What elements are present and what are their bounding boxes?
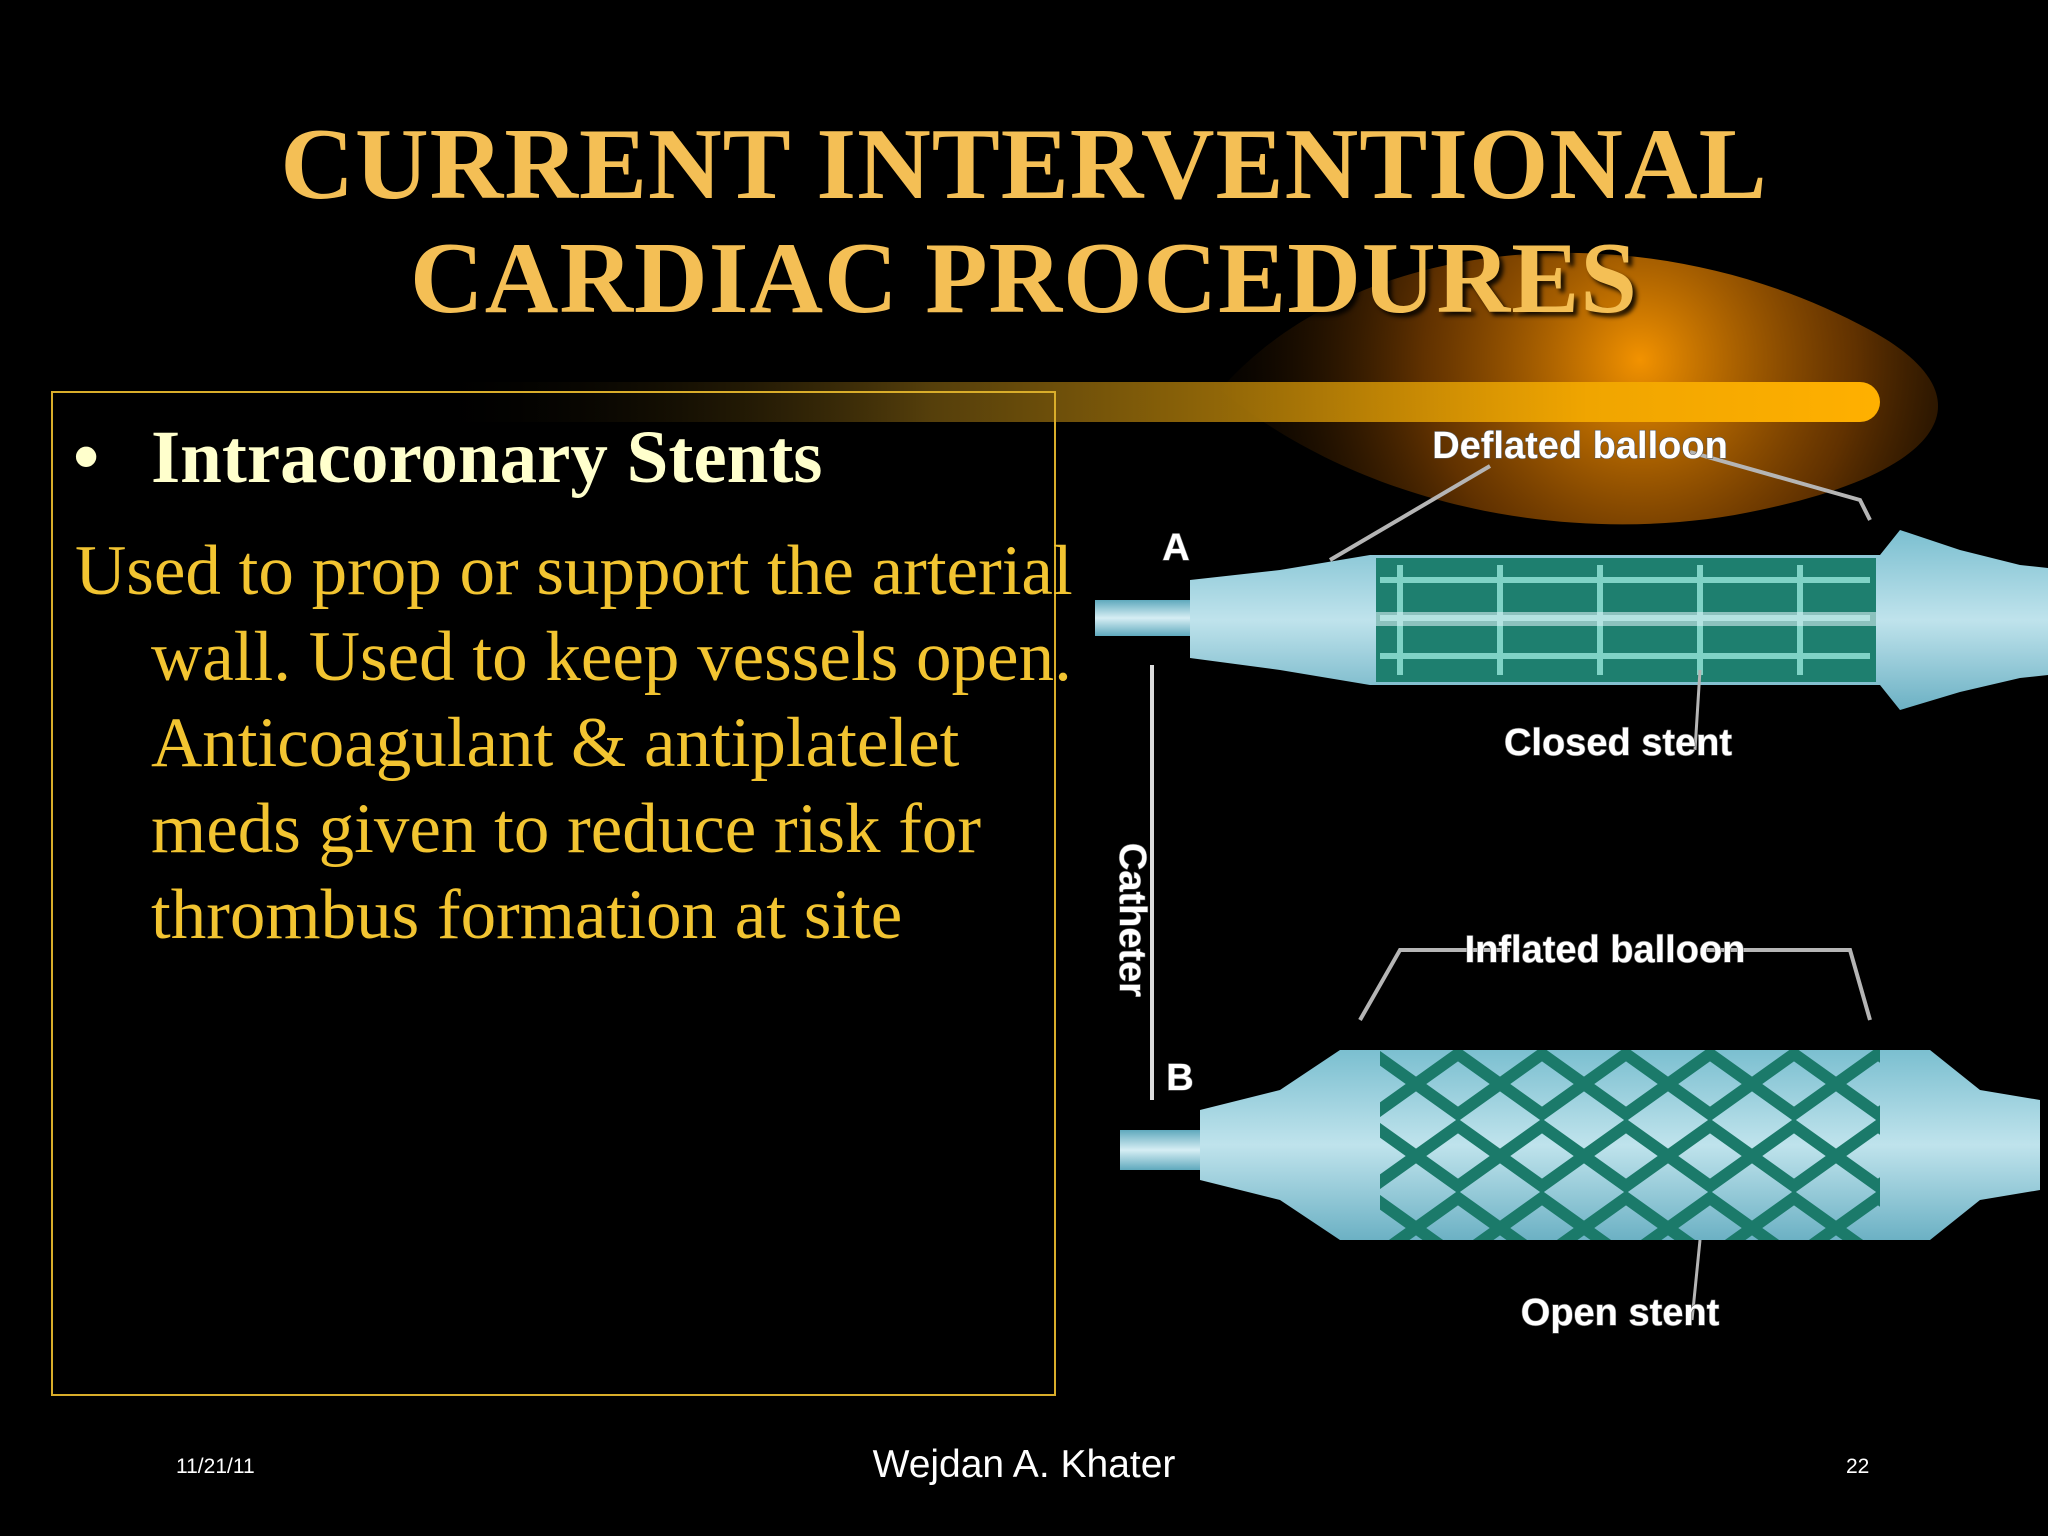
slide-title-line-2: CARDIAC PROCEDURES <box>410 222 1638 335</box>
stent-illustration: Deflated balloon Closed stent Catheter I… <box>1095 424 2048 1335</box>
bullet-heading: Intracoronary Stents <box>151 416 823 499</box>
label-catheter: Catheter <box>1111 843 1153 997</box>
label-open-stent: Open stent <box>1521 1292 1720 1334</box>
marker-a: A <box>1162 527 1189 569</box>
footer-date: 11/21/11 <box>176 1455 255 1478</box>
content-text-box: • Intracoronary Stents Used to prop or su… <box>51 391 1073 1396</box>
footer-page-number: 22 <box>1846 1455 1870 1478</box>
closed-stent-figure <box>1095 450 2048 751</box>
open-stent-figure <box>1120 948 2040 1321</box>
label-closed-stent: Closed stent <box>1504 722 1732 764</box>
slide-title-line-1: CURRENT INTERVENTIONAL <box>280 108 1768 221</box>
footer-author: Wejdan A. Khater <box>872 1443 1176 1486</box>
bullet-item: • Intracoronary Stents <box>73 413 822 503</box>
label-inflated-balloon: Inflated balloon <box>1465 929 1746 971</box>
marker-b: B <box>1166 1057 1193 1099</box>
body-paragraph: Used to prop or support the arterial wal… <box>75 532 1073 954</box>
bullet-marker: • <box>73 416 100 499</box>
label-deflated-balloon: Deflated balloon <box>1432 425 1728 467</box>
